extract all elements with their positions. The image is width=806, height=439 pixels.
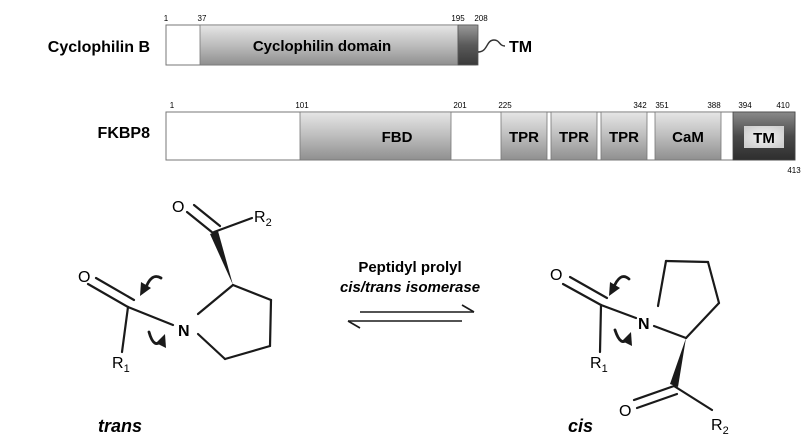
ring-bond [684, 301, 721, 340]
alpha-carbon-wedge [670, 338, 686, 387]
position-label: 351 [655, 101, 669, 110]
cyclophilin-b-diagram: Cyclophilin B Cyclophilin domain 1 37 19… [48, 14, 532, 66]
carbonyl-c-o-bond [635, 392, 679, 410]
atom-label-o: O [78, 269, 90, 286]
domain-label-cam: CaM [672, 129, 704, 146]
rotation-arrowhead [156, 334, 166, 348]
tm-domain-inner [744, 126, 784, 148]
tpr-domain-block [500, 111, 548, 161]
position-label: 37 [198, 14, 207, 23]
position-label: 225 [498, 101, 512, 110]
carbonyl-c-o-bond [185, 210, 215, 235]
c-r1-bond [120, 305, 130, 354]
reverse-arrowhead [347, 320, 361, 329]
position-label: 1 [164, 14, 169, 23]
c-r2-bond [212, 216, 254, 234]
atom-label-o: O [172, 199, 184, 216]
tm-tail-squiggle [477, 39, 506, 53]
position-label: 208 [474, 14, 488, 23]
fbd-domain-block [299, 111, 452, 161]
rotation-arrowhead [622, 332, 632, 346]
position-label-end: 413 [787, 166, 801, 175]
ring-bond [656, 259, 668, 308]
atom-label-o: O [619, 403, 631, 420]
domain-label-cyclophilin: Cyclophilin domain [253, 38, 391, 55]
atom-label-r2: R2 [254, 209, 272, 229]
tm-domain-block [732, 111, 796, 161]
atom-label-r1: R1 [590, 355, 608, 375]
carbonyl-c-o-bond [632, 384, 676, 402]
ring-bond [196, 332, 227, 361]
isomer-label-trans: trans [98, 416, 142, 436]
enzyme-label-line2: cis/trans isomerase [340, 279, 480, 296]
position-label: 201 [453, 101, 467, 110]
ring-bond [223, 344, 272, 361]
position-label: 101 [295, 101, 309, 110]
alpha-carbon-wedge [210, 231, 233, 285]
atom-label-o: O [550, 267, 562, 284]
tpr-domain-block [550, 111, 598, 161]
ring-bond [652, 324, 688, 340]
ring-bond [268, 298, 273, 348]
atom-label-n: N [178, 323, 190, 340]
position-label: 388 [707, 101, 721, 110]
c-n-bond [126, 305, 175, 327]
position-label: 195 [451, 14, 465, 23]
protein-name-fkbp8: FKBP8 [98, 125, 151, 142]
protein-name-cyclophilin-b: Cyclophilin B [48, 39, 150, 56]
trans-isomer-structure [86, 203, 273, 361]
position-label: 1 [170, 101, 175, 110]
ring-bond [664, 259, 710, 264]
equilibrium-arrows [347, 304, 475, 329]
domain-label-tm: TM [753, 130, 775, 147]
domain-label-tpr: TPR [559, 129, 589, 146]
domain-label-fbd: FBD [382, 129, 413, 146]
cyclophilin-domain-block [199, 24, 459, 66]
c-r2-bond [672, 384, 714, 412]
domain-label-tpr: TPR [609, 129, 639, 146]
tail-label-tm: TM [509, 39, 532, 56]
ring-bond [196, 283, 235, 316]
position-label: 410 [776, 101, 790, 110]
enzyme-label-line1: Peptidyl prolyl [358, 259, 461, 276]
isomer-label-cis: cis [568, 416, 593, 436]
atom-label-r2: R2 [711, 417, 729, 437]
cyclophilin-b-c-terminal-block [457, 24, 479, 66]
c-r1-bond [598, 303, 603, 354]
fkbp8-diagram: FKBP8 FBD TPR TPR TPR CaM TM 1 101 201 2… [98, 101, 802, 175]
position-label: 342 [633, 101, 647, 110]
carbonyl-c-o-bond [86, 282, 130, 309]
domain-label-tpr: TPR [509, 129, 539, 146]
cam-domain-block [654, 111, 722, 161]
tpr-domain-block [600, 111, 648, 161]
carbonyl-c-o-bond [561, 282, 603, 307]
atom-label-n: N [638, 316, 650, 333]
c-n-bond [599, 303, 638, 320]
carbonyl-c-o-bond [192, 203, 222, 228]
rotation-arrowhead [140, 282, 151, 296]
atom-label-r1: R1 [112, 355, 130, 375]
ring-bond [706, 260, 721, 305]
carbonyl-c-o-bond [94, 276, 136, 302]
carbonyl-c-o-bond [568, 275, 609, 300]
position-label: 394 [738, 101, 752, 110]
cis-isomer-structure [561, 259, 721, 412]
rotation-arrowhead [609, 282, 620, 296]
ring-bond [231, 283, 273, 302]
forward-arrowhead [461, 304, 475, 313]
